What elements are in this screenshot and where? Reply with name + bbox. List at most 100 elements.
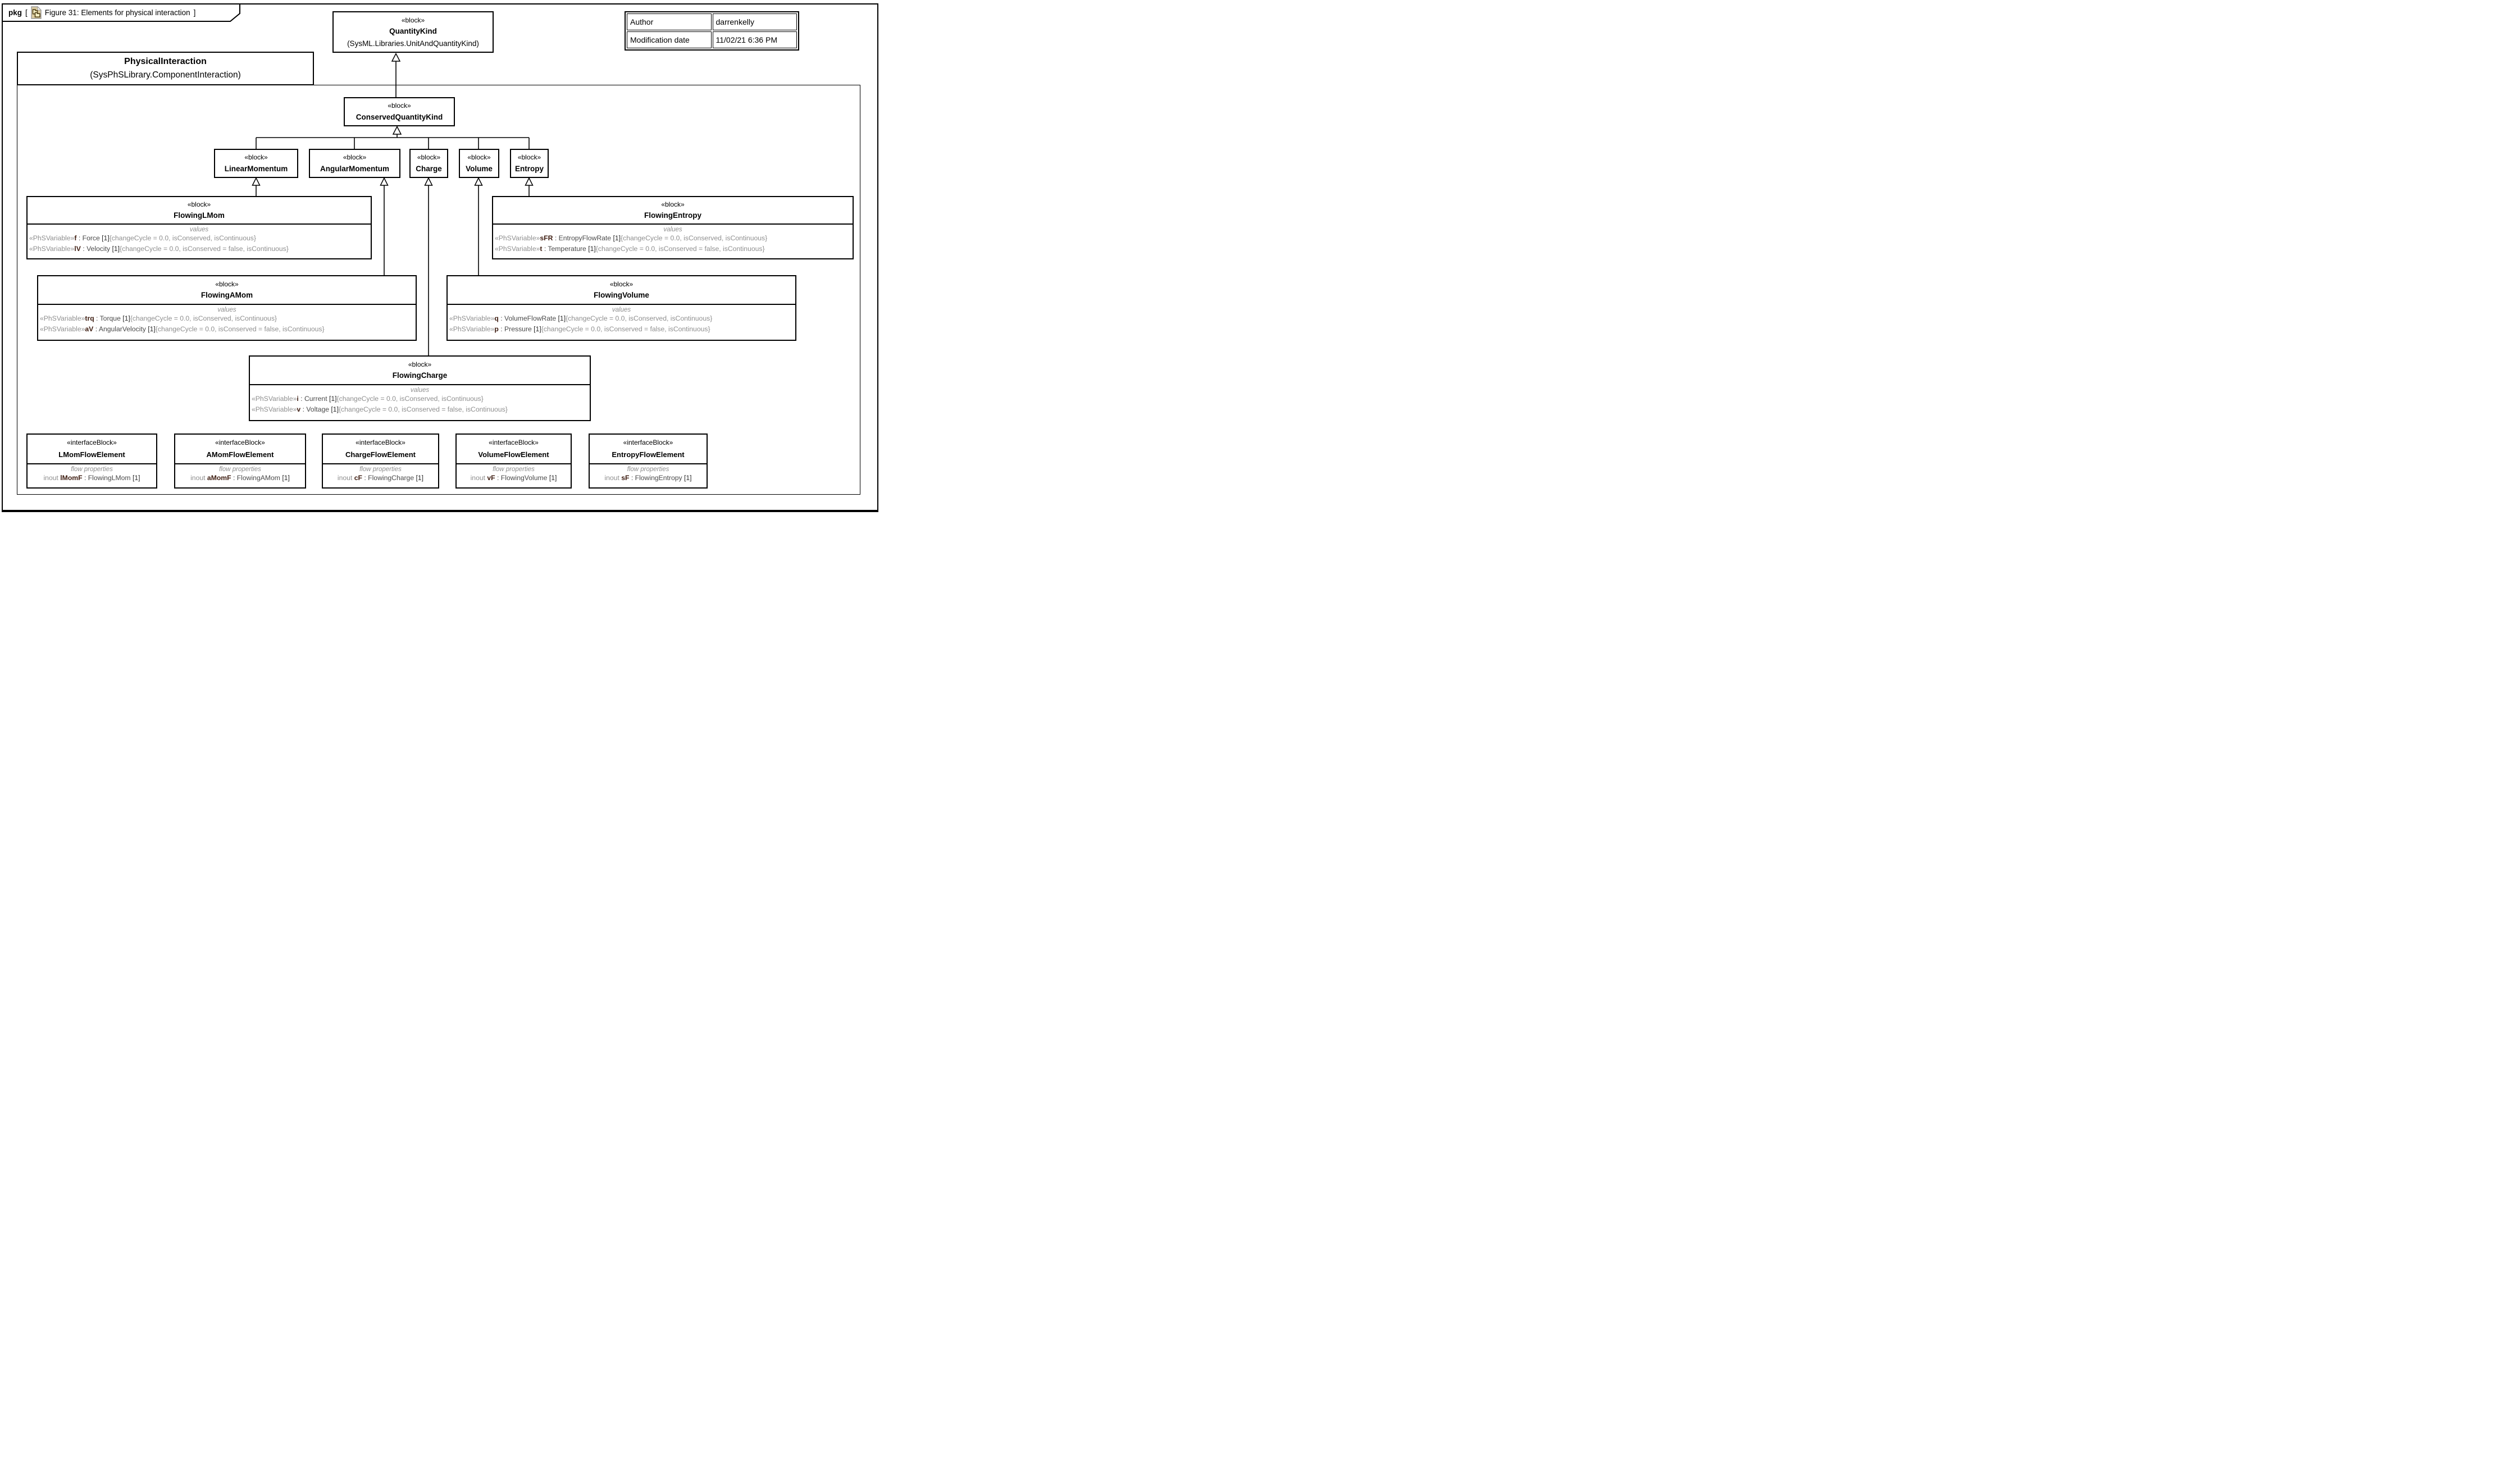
block-stereotype: «block»: [517, 153, 541, 162]
block-angularmomentum[interactable]: «block» AngularMomentum: [309, 149, 400, 178]
block-flowingamom[interactable]: «block» FlowingAMom values «PhSVariable»…: [37, 275, 417, 341]
diagram-frame: [2, 3, 878, 512]
compartment-label: values: [217, 307, 236, 313]
block-name: LMomFlowElement: [58, 450, 125, 459]
interfaceblock-amomflowelement[interactable]: «interfaceBlock» AMomFlowElement flow pr…: [174, 433, 306, 489]
compartment-label: flow properties: [359, 466, 402, 473]
block-stereotype: «block»: [609, 280, 634, 288]
block-name: AngularMomentum: [320, 164, 389, 173]
block-entropy[interactable]: «block» Entropy: [510, 149, 549, 178]
value-property: «PhSVariable»p : Pressure [1]{changeCycl…: [449, 325, 710, 333]
diagram-tab: pkg [ Figure 31: Elements for physical i…: [2, 3, 241, 22]
package-header-physicalinteraction[interactable]: PhysicalInteraction (SysPhSLibrary.Compo…: [17, 52, 314, 85]
block-stereotype: «block»: [187, 200, 211, 208]
info-value-author: darrenkelly: [712, 13, 797, 30]
value-property: «PhSVariable»aV : AngularVelocity [1]{ch…: [40, 325, 325, 333]
interfaceblock-volumeflowelement[interactable]: «interfaceBlock» VolumeFlowElement flow …: [455, 433, 572, 489]
block-linearmomentum[interactable]: «block» LinearMomentum: [214, 149, 298, 178]
block-name: EntropyFlowElement: [612, 450, 685, 459]
block-name: Volume: [466, 164, 493, 173]
values-compartment: values «PhSVariable»q : VolumeFlowRate […: [448, 307, 795, 335]
value-property: «PhSVariable»lV : Velocity [1]{changeCyc…: [29, 245, 289, 253]
flow-properties-compartment: flow properties inout lMomF : FlowingLMo…: [28, 466, 156, 483]
block-name: FlowingAMom: [200, 291, 253, 300]
value-property: «PhSVariable»f : Force [1]{changeCycle =…: [29, 234, 256, 242]
block-name: LinearMomentum: [224, 164, 288, 173]
block-name: ChargeFlowElement: [345, 450, 416, 459]
value-property: «PhSVariable»t : Temperature [1]{changeC…: [495, 245, 765, 253]
block-name: Charge: [416, 164, 442, 173]
values-compartment: values «PhSVariable»i : Current [1]{chan…: [250, 387, 590, 415]
block-flowinglmom[interactable]: «block» FlowingLMom values «PhSVariable»…: [26, 196, 372, 259]
compartment-label: flow properties: [71, 466, 113, 473]
info-label-modification-date: Modification date: [627, 31, 712, 48]
compartment-label: flow properties: [219, 466, 261, 473]
interfaceblock-entropyflowelement[interactable]: «interfaceBlock» EntropyFlowElement flow…: [589, 433, 708, 489]
flow-property: inout vF : FlowingVolume [1]: [470, 474, 557, 482]
compartment-label: values: [663, 226, 682, 233]
interfaceblock-lmomflowelement[interactable]: «interfaceBlock» LMomFlowElement flow pr…: [26, 433, 157, 489]
info-value-modification-date: 11/02/21 6:36 PM: [712, 31, 797, 48]
package-name: PhysicalInteraction: [124, 57, 207, 67]
block-name: FlowingLMom: [174, 211, 225, 220]
tab-open-bracket: [: [25, 8, 28, 17]
block-stereotype: «block»: [215, 280, 239, 288]
diagram-tab-outline: [2, 3, 240, 22]
block-stereotype: «interfaceBlock»: [67, 439, 117, 447]
compartment-label: values: [612, 307, 631, 313]
flow-property: inout sF : FlowingEntropy [1]: [604, 474, 692, 482]
block-name: VolumeFlowElement: [478, 450, 549, 459]
block-charge[interactable]: «block» Charge: [409, 149, 448, 178]
block-stereotype: «interfaceBlock»: [215, 439, 265, 447]
block-name: QuantityKind: [389, 27, 437, 35]
block-name: AMomFlowElement: [206, 450, 274, 459]
block-stereotype: «interfaceBlock»: [489, 439, 539, 447]
block-conservedquantitykind[interactable]: «block» ConservedQuantityKind: [344, 97, 455, 126]
value-property: «PhSVariable»i : Current [1]{changeCycle…: [252, 395, 484, 403]
package-qualifier: (SysPhSLibrary.ComponentInteraction): [90, 70, 241, 80]
block-stereotype: «block»: [401, 16, 425, 24]
block-quantitykind[interactable]: «block» QuantityKind (SysML.Libraries.Un…: [332, 11, 494, 53]
values-compartment: values «PhSVariable»sFR : EntropyFlowRat…: [493, 226, 853, 254]
block-name: ConservedQuantityKind: [356, 112, 443, 121]
tab-title: Figure 31: Elements for physical interac…: [44, 8, 190, 17]
block-volume[interactable]: «block» Volume: [459, 149, 499, 178]
flow-properties-compartment: flow properties inout vF : FlowingVolume…: [457, 466, 571, 483]
block-stereotype: «block»: [343, 153, 367, 162]
block-stereotype: «block»: [388, 102, 411, 110]
interfaceblock-chargeflowelement[interactable]: «interfaceBlock» ChargeFlowElement flow …: [322, 433, 439, 489]
block-flowingcharge[interactable]: «block» FlowingCharge values «PhSVariabl…: [249, 355, 591, 421]
block-stereotype: «block»: [417, 153, 441, 162]
block-name: FlowingEntropy: [644, 211, 701, 220]
block-stereotype: «interfaceBlock»: [623, 439, 673, 447]
diagram-info-table: Author darrenkelly Modification date 11/…: [625, 11, 799, 51]
block-flowingvolume[interactable]: «block» FlowingVolume values «PhSVariabl…: [446, 275, 796, 341]
block-name: Entropy: [514, 164, 544, 173]
block-name: FlowingCharge: [392, 371, 448, 380]
package-diagram: pkg [ Figure 31: Elements for physical i…: [0, 0, 881, 515]
flow-property: inout aMomF : FlowingAMom [1]: [190, 474, 290, 482]
value-property: «PhSVariable»trq : Torque [1]{changeCycl…: [40, 314, 277, 322]
values-compartment: values «PhSVariable»trq : Torque [1]{cha…: [38, 307, 416, 335]
info-row-modification-date: Modification date 11/02/21 6:36 PM: [627, 31, 797, 48]
block-stereotype: «block»: [244, 153, 268, 162]
flow-properties-compartment: flow properties inout sF : FlowingEntrop…: [590, 466, 707, 483]
block-flowingentropy[interactable]: «block» FlowingEntropy values «PhSVariab…: [492, 196, 854, 259]
values-compartment: values «PhSVariable»f : Force [1]{change…: [28, 226, 371, 254]
tab-keyword: pkg: [8, 8, 22, 17]
block-stereotype: «block»: [408, 360, 432, 368]
flow-properties-compartment: flow properties inout cF : FlowingCharge…: [323, 466, 438, 483]
value-property: «PhSVariable»q : VolumeFlowRate [1]{chan…: [449, 314, 713, 322]
flow-property: inout lMomF : FlowingLMom [1]: [43, 474, 140, 482]
block-stereotype: «block»: [467, 153, 491, 162]
compartment-label: values: [189, 226, 209, 233]
block-stereotype: «block»: [661, 200, 685, 208]
block-stereotype: «interfaceBlock»: [356, 439, 405, 447]
value-property: «PhSVariable»sFR : EntropyFlowRate [1]{c…: [495, 234, 768, 242]
block-name: FlowingVolume: [594, 291, 649, 300]
compartment-label: values: [410, 387, 430, 394]
value-property: «PhSVariable»v : Voltage [1]{changeCycle…: [252, 405, 508, 413]
flow-properties-compartment: flow properties inout aMomF : FlowingAMo…: [175, 466, 305, 483]
flow-property: inout cF : FlowingCharge [1]: [337, 474, 424, 482]
package-diagram-icon: [31, 6, 42, 19]
